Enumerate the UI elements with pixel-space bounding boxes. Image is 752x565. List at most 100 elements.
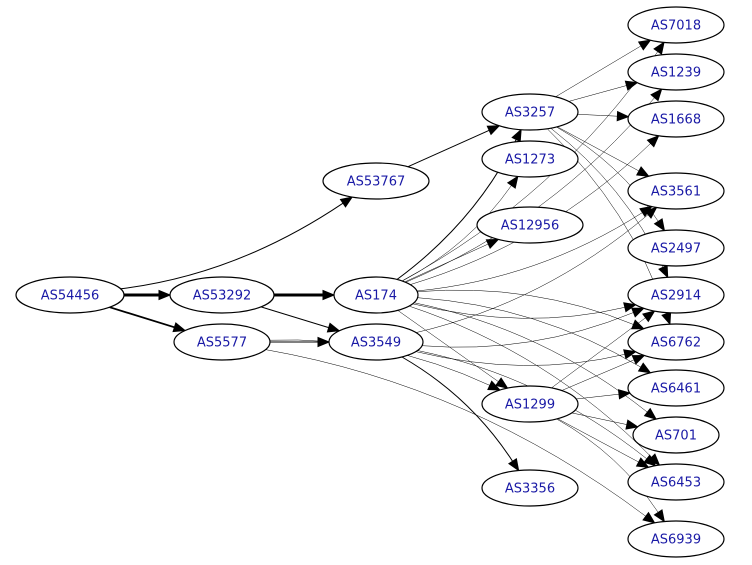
arrowhead-icon [636, 166, 650, 177]
edge-line [416, 214, 649, 333]
edge-line [421, 312, 634, 348]
node-label: AS54456 [41, 289, 100, 304]
node-as1239[interactable]: AS1239 [627, 53, 725, 91]
arrowhead-icon [508, 457, 520, 472]
node-shape [627, 276, 725, 314]
edge-line [405, 97, 655, 283]
edge-as1299-as6453 [557, 418, 650, 468]
edge-line [555, 45, 642, 98]
arrowhead-icon [172, 322, 187, 333]
edge-line [120, 202, 344, 290]
arrowhead-icon [653, 509, 666, 523]
edge-line [561, 359, 635, 391]
node-as1273[interactable]: AS1273 [481, 140, 579, 178]
arrowhead-icon [339, 196, 354, 208]
node-as5577[interactable]: AS5577 [173, 323, 271, 361]
node-label: AS3257 [505, 106, 555, 121]
node-as701[interactable]: AS701 [632, 416, 720, 454]
node-label: AS7018 [651, 19, 701, 34]
edge-line [409, 305, 652, 458]
node-as6453[interactable]: AS6453 [627, 463, 725, 501]
node-label: AS6453 [651, 476, 701, 491]
node-as1668[interactable]: AS1668 [627, 100, 725, 138]
edge-line [556, 418, 659, 513]
node-as7018[interactable]: AS7018 [627, 6, 725, 44]
edge-line [416, 212, 643, 292]
edge-as54456-as53292 [124, 289, 172, 301]
edge-as5577-as3549 [269, 336, 331, 348]
node-shape [627, 6, 725, 44]
node-label: AS2497 [651, 242, 701, 257]
arrowhead-icon [317, 336, 331, 348]
node-shape [627, 100, 725, 138]
edge-as1299-as6939 [556, 418, 666, 523]
arrowhead-icon [635, 457, 650, 468]
edge-line [417, 297, 642, 368]
edge-line [551, 317, 646, 389]
arrowhead-icon [495, 377, 509, 389]
arrowhead-icon [506, 175, 519, 189]
arrowhead-icon [631, 307, 645, 318]
node-as1299[interactable]: AS1299 [481, 385, 579, 423]
node-label: AS6762 [651, 336, 701, 351]
arrowhead-icon [486, 125, 501, 136]
node-label: AS3561 [651, 185, 701, 200]
node-as6762[interactable]: AS6762 [627, 323, 725, 361]
edge-line [260, 306, 329, 329]
node-as12956[interactable]: AS12956 [476, 206, 584, 244]
edge-as174-as6762 [417, 289, 645, 330]
node-label: AS53767 [347, 175, 406, 190]
arrowhead-icon [642, 511, 656, 524]
edge-line [397, 310, 499, 382]
node-shape [481, 469, 579, 507]
node-as54456[interactable]: AS54456 [15, 276, 125, 314]
arrowhead-icon [642, 310, 656, 323]
node-label: AS12956 [501, 219, 560, 234]
arrowhead-icon [637, 39, 652, 51]
node-as6461[interactable]: AS6461 [627, 369, 725, 407]
node-label: AS5577 [197, 336, 247, 351]
node-as53292[interactable]: AS53292 [169, 276, 275, 314]
node-as3356[interactable]: AS3356 [481, 469, 579, 507]
node-shape [627, 369, 725, 407]
edge-as3257-as3561 [557, 126, 650, 177]
edge-line [412, 303, 625, 319]
node-as3561[interactable]: AS3561 [627, 172, 725, 210]
node-as174[interactable]: AS174 [333, 276, 419, 314]
node-label: AS701 [655, 429, 697, 444]
edge-as3549-as6762 [415, 349, 637, 366]
node-as53767[interactable]: AS53767 [322, 162, 430, 200]
node-as2497[interactable]: AS2497 [627, 229, 725, 267]
node-as3257[interactable]: AS3257 [481, 93, 579, 131]
edge-as5577-as6939 [265, 349, 656, 524]
node-as3549[interactable]: AS3549 [328, 323, 424, 361]
edge-as174-as6461 [417, 297, 652, 374]
arrowhead-icon [643, 454, 657, 467]
edge-line [568, 85, 627, 102]
node-shape [627, 53, 725, 91]
arrowhead-icon [631, 319, 645, 330]
node-shape [481, 93, 579, 131]
node-shape [481, 385, 579, 423]
node-shape [627, 229, 725, 267]
node-shape [322, 162, 430, 200]
edge-as3257-as2497 [556, 126, 666, 232]
edges-layer [109, 39, 672, 524]
node-label: AS1239 [651, 66, 701, 81]
node-shape [632, 416, 720, 454]
node-label: AS3549 [351, 336, 401, 351]
edge-as1299-as6461 [576, 389, 632, 400]
node-shape [15, 276, 125, 314]
edge-line [401, 356, 514, 462]
node-shape [476, 206, 584, 244]
node-label: AS6939 [651, 533, 701, 548]
edge-line [415, 351, 625, 366]
edge-as1299-as701 [571, 412, 639, 430]
edge-line [556, 126, 659, 222]
node-as2914[interactable]: AS2914 [627, 276, 725, 314]
node-shape [627, 172, 725, 210]
arrowhead-icon [623, 302, 637, 313]
node-as6939[interactable]: AS6939 [627, 520, 725, 558]
